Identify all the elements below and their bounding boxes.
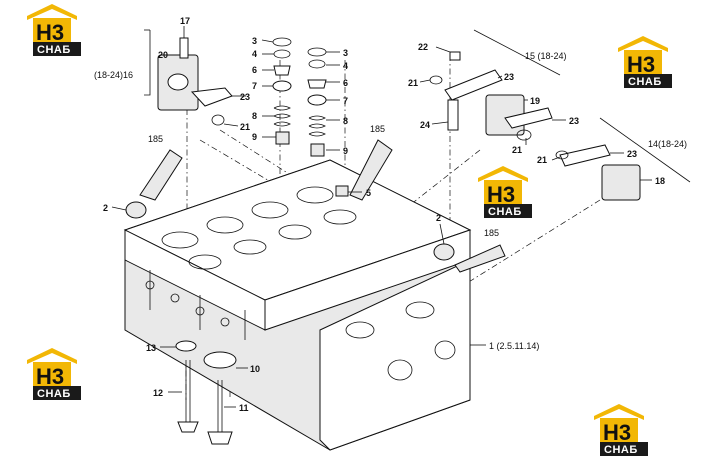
watermark-logo-bottom-right: H3 СНАБ <box>594 404 648 456</box>
rocker-group-16 <box>157 37 233 126</box>
callout-23-a: 23 <box>240 92 250 102</box>
callout-2-a: 2 <box>103 203 108 213</box>
callout-8-b: 8 <box>343 116 348 126</box>
callout-185-b: 185 <box>370 124 385 134</box>
callout-2-b: 2 <box>436 213 441 223</box>
callout-11: 11 <box>239 403 249 413</box>
callout-20: 20 <box>158 50 168 60</box>
svg-text:СНАБ: СНАБ <box>604 444 638 456</box>
callout-23-b: 23 <box>504 72 514 82</box>
callout-8-a: 8 <box>252 111 257 121</box>
svg-text:H3: H3 <box>627 52 655 77</box>
callout-24: 24 <box>420 120 430 130</box>
callout-19: 19 <box>530 96 540 106</box>
svg-text:СНАБ: СНАБ <box>488 206 522 218</box>
group-brackets <box>144 29 691 183</box>
watermark-logo-bottom-left: H3 СНАБ <box>27 348 81 400</box>
callout-23-d: 23 <box>627 149 637 159</box>
rocker-group-14 <box>555 144 641 201</box>
callout-3-a: 3 <box>252 36 257 46</box>
callout-23-c: 23 <box>569 116 579 126</box>
callout-9-a: 9 <box>252 132 257 142</box>
callout-7-a: 7 <box>252 81 257 91</box>
callout-14: 14(18-24) <box>648 139 687 149</box>
callout-12: 12 <box>153 388 163 398</box>
watermark-logo-center: H3 СНАБ <box>478 166 532 218</box>
callout-10: 10 <box>250 364 260 374</box>
callout-6-a: 6 <box>252 65 257 75</box>
callout-21-b: 21 <box>408 78 418 88</box>
watermark-logo-top-right: H3 СНАБ <box>618 36 672 88</box>
callout-18: 18 <box>655 176 665 186</box>
callout-5: 5 <box>366 188 371 198</box>
callout-4-a: 4 <box>252 49 257 59</box>
callout-6-b: 6 <box>343 78 348 88</box>
callout-3-b: 3 <box>343 48 348 58</box>
callout-21-c: 21 <box>512 145 522 155</box>
callout-21-d: 21 <box>537 155 547 165</box>
cylinder-head <box>123 159 472 451</box>
svg-text:H3: H3 <box>36 20 64 45</box>
callout-21-a: 21 <box>240 122 250 132</box>
callout-16: (18-24)16 <box>94 70 133 80</box>
svg-text:H3: H3 <box>487 182 515 207</box>
callout-13: 13 <box>146 343 156 353</box>
rocker-group-15 <box>429 51 553 141</box>
callout-4-b: 4 <box>343 61 348 71</box>
callout-17: 17 <box>180 16 190 26</box>
svg-text:H3: H3 <box>36 364 64 389</box>
camshaft-parts <box>125 201 455 261</box>
callout-1: 1 (2.5.11.14) <box>489 341 539 351</box>
callout-labels: 17 20 (18-24)16 23 21 185 2 3 4 6 7 8 9 … <box>94 16 687 413</box>
valves-bottom <box>175 340 237 445</box>
callout-9-b: 9 <box>343 146 348 156</box>
valve-train-left <box>272 37 292 145</box>
callout-185-a: 185 <box>148 134 163 144</box>
svg-text:СНАБ: СНАБ <box>37 388 71 400</box>
tools-185 <box>139 139 506 273</box>
leader-lines <box>111 26 652 408</box>
valve-train-right <box>307 47 349 197</box>
callout-15: 15 (18-24) <box>525 51 567 61</box>
svg-text:СНАБ: СНАБ <box>628 76 662 88</box>
watermark-logo-top-left: H3 СНАБ <box>27 4 81 56</box>
callout-185-c: 185 <box>484 228 499 238</box>
callout-22: 22 <box>418 42 428 52</box>
callout-7-b: 7 <box>343 96 348 106</box>
svg-text:H3: H3 <box>603 420 631 445</box>
svg-text:СНАБ: СНАБ <box>37 44 71 56</box>
